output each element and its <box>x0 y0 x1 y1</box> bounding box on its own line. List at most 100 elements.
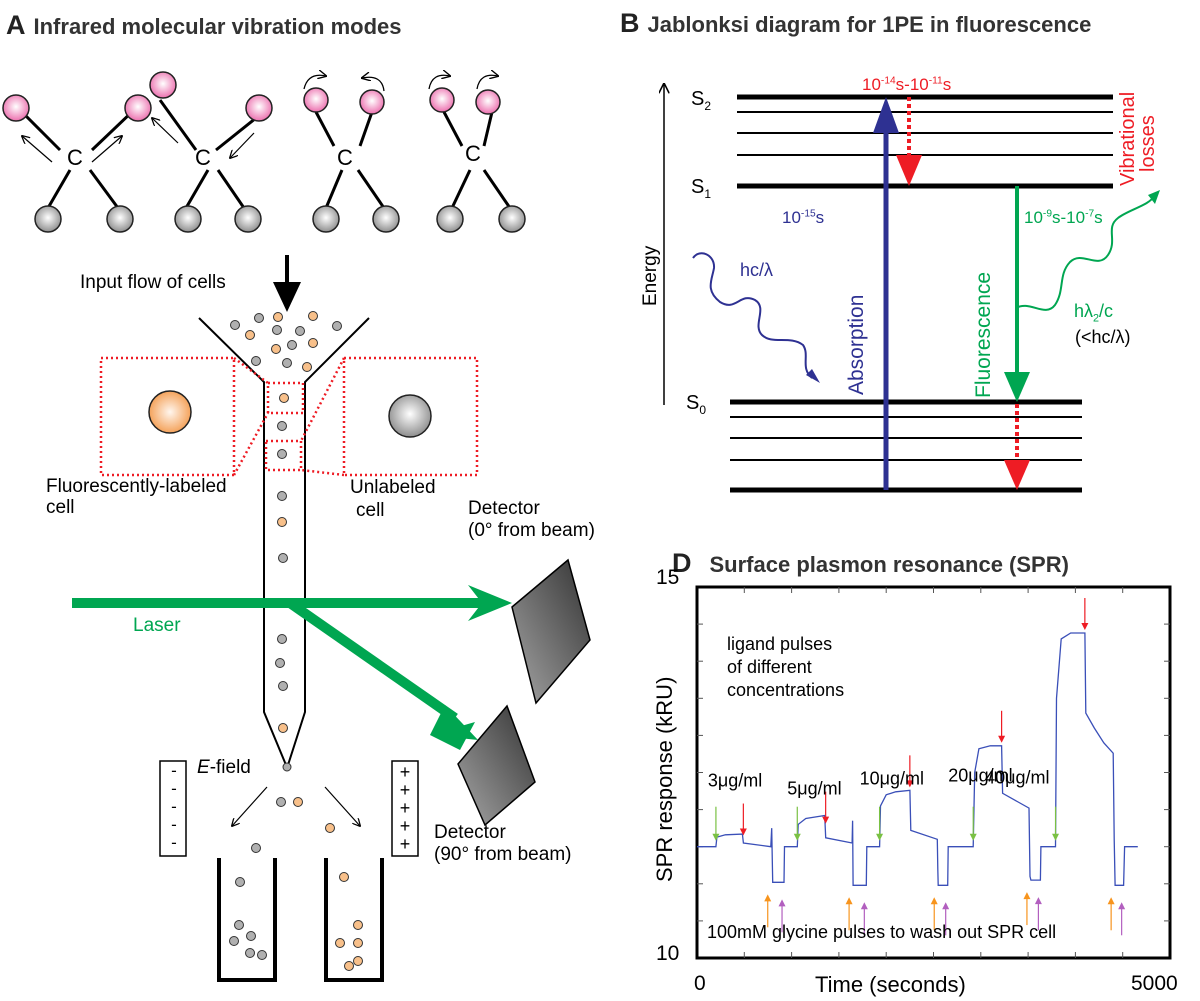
hydrogen-atom <box>303 87 329 113</box>
hydrogen-atom <box>475 89 501 115</box>
molecule-asymmetric-stretch <box>149 71 273 233</box>
negative-plate <box>159 760 187 857</box>
glycine-on-arrow-head <box>845 897 853 905</box>
glycine-off-arrow-head <box>1118 902 1126 910</box>
glycine-note: 100mM glycine pulses to wash out SPR cel… <box>707 922 1057 942</box>
s2-label: S2 <box>691 88 712 113</box>
substituent-atom <box>372 205 400 233</box>
ligand-on-arrow-head <box>712 833 720 841</box>
substituent-atom <box>498 205 526 233</box>
energy-axis-label: Energy <box>640 245 661 306</box>
rotation-arrow-icon <box>303 75 326 90</box>
detector-90deg-label-1: Detector <box>434 822 506 843</box>
cells-in-channel <box>251 393 335 853</box>
molecule-scissoring <box>303 75 400 233</box>
ligand-on-arrow-head <box>969 833 977 841</box>
molecule-rocking <box>428 75 526 233</box>
hydrogen-atom <box>245 94 273 122</box>
laser-beam <box>72 585 512 750</box>
substituent-atom <box>312 205 340 233</box>
glycine-on-arrow-head <box>764 894 772 902</box>
detector-90deg-icon <box>457 704 536 827</box>
deflection-arrow-right-icon <box>324 786 360 826</box>
concentration-label: 3μg/ml <box>708 771 762 791</box>
y-tick-label-min: 10 <box>656 942 680 965</box>
carbon-label: C <box>465 141 481 166</box>
s2-levels <box>737 94 1113 156</box>
substituent-atom <box>106 205 134 233</box>
sorted-cells <box>229 872 363 971</box>
concentration-label: 5μg/ml <box>787 779 841 799</box>
glycine-off-arrow-head <box>1034 897 1042 905</box>
collection-tube-labeled <box>324 858 384 982</box>
glycine-off-arrow-head <box>942 902 950 910</box>
zoom-callouts <box>99 356 479 477</box>
labeled-cell-icon <box>148 390 192 434</box>
panel-d-letter: D <box>672 548 692 578</box>
glycine-on-arrow-head <box>930 897 938 905</box>
molecule-symmetric-stretch <box>2 94 152 233</box>
absorption-label: Absorption <box>845 294 868 395</box>
plus-signs: +++++ <box>399 762 411 854</box>
s1-label: S1 <box>691 176 712 201</box>
panel-a-letter: A <box>6 10 26 40</box>
carbon-label: C <box>337 145 353 170</box>
cells-in-funnel <box>230 311 342 372</box>
minus-signs: ----- <box>171 761 177 852</box>
hydrogen-atom <box>429 87 455 113</box>
emitted-photon-note: (<hc/λ) <box>1075 327 1131 347</box>
carbon-label: C <box>195 145 211 170</box>
glycine-off-arrow-head <box>860 902 868 910</box>
glycine-off-arrow-head <box>778 899 786 907</box>
emitted-photon-label: hλ2/c <box>1074 301 1114 325</box>
concentration-label: 10μg/ml <box>860 769 924 789</box>
y-tick-label-max: 15 <box>656 566 680 589</box>
substituent-atom <box>174 205 202 233</box>
hydrogen-atom <box>359 89 385 115</box>
stretch-arrow-icon <box>91 136 122 163</box>
substituent-atom <box>234 205 262 233</box>
ligand-off-arrow-head <box>906 780 914 788</box>
hydrogen-atom <box>149 71 177 99</box>
hydrogen-atom <box>124 94 152 122</box>
x-tick-label-min: 0 <box>694 972 706 995</box>
s0-label: S0 <box>686 392 707 417</box>
stretch-arrow-icon <box>22 136 53 163</box>
fluorescence-label: Fluorescence <box>972 271 995 398</box>
efield-label: E-field <box>197 757 251 778</box>
hydrogen-atom <box>2 94 30 122</box>
fluorescence-time-label: 10-9s-10-7s <box>1024 208 1103 227</box>
ligand-on-arrow-head <box>876 833 884 841</box>
y-axis-label: SPR response (kRU) <box>652 676 677 882</box>
rotation-arrow-icon <box>476 75 498 90</box>
rotation-arrow-icon <box>362 77 385 92</box>
ligand-off-arrow-head <box>998 735 1006 743</box>
vibrational-loss-arrow-upper-icon <box>896 97 922 186</box>
concentration-label: 20μg/ml <box>948 766 1012 786</box>
ligand-on-arrow-head <box>1052 833 1060 841</box>
labeled-cell-label-1: Fluorescently-labeled <box>46 476 227 497</box>
detector-0deg-label-2: (0° from beam) <box>468 520 595 541</box>
x-axis-label: Time (seconds) <box>815 972 966 997</box>
absorption-time-label: 10-15s <box>782 208 825 227</box>
input-flow-label: Input flow of cells <box>80 272 226 293</box>
positive-plate <box>391 760 419 857</box>
unlabeled-cell-label-2: cell <box>356 500 385 521</box>
absorption-arrow-icon <box>873 97 899 490</box>
ligand-off-arrow-head <box>739 828 747 836</box>
rotation-arrow-icon <box>428 75 450 90</box>
s0-levels <box>730 399 1082 493</box>
ligand-off-arrow-head <box>1081 623 1089 631</box>
flow-cell <box>198 317 370 766</box>
vibrational-time-label: 10-14s-10-11s <box>862 75 952 94</box>
substituent-atom <box>436 205 464 233</box>
input-flow-arrow-icon <box>273 255 301 312</box>
stretch-arrow-icon <box>230 132 255 158</box>
detector-0deg-label-1: Detector <box>468 498 540 519</box>
detector-0deg-icon <box>511 558 591 705</box>
incoming-photon-label: hc/λ <box>740 260 774 280</box>
